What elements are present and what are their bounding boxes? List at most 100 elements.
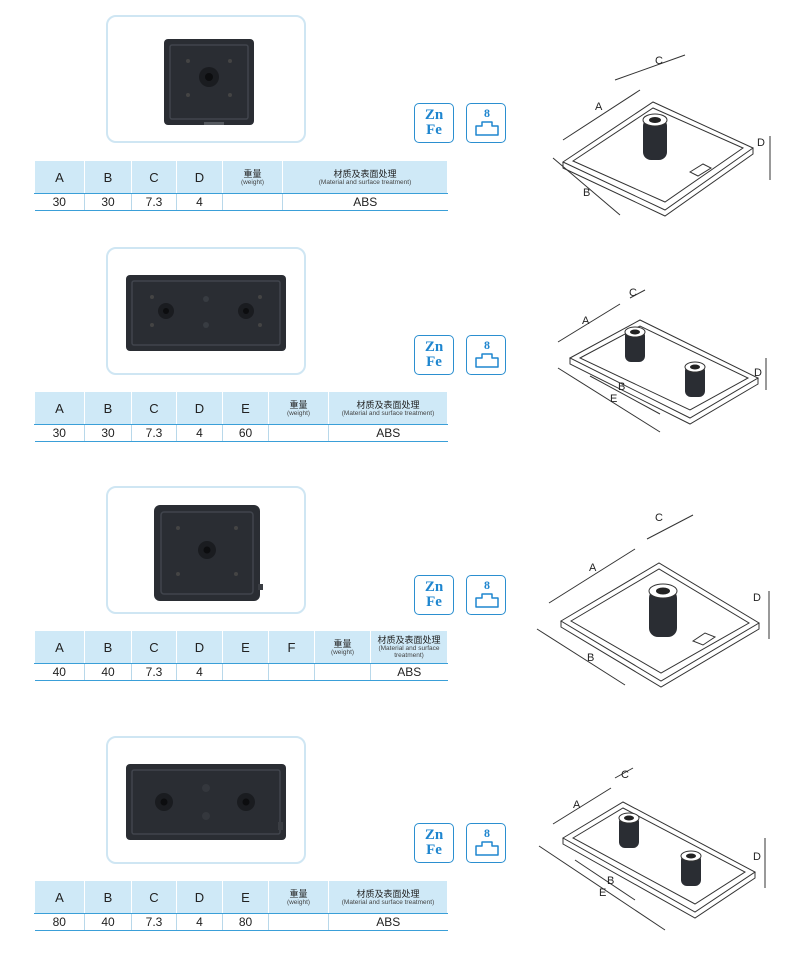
cell-d: 4 <box>176 663 223 681</box>
dimension-diagram: A B C D E <box>557 287 767 433</box>
cell-weight <box>268 424 329 442</box>
col-header-material: 材质及表面处理(Material and surface treatment) <box>282 161 448 194</box>
svg-text:8: 8 <box>484 826 490 840</box>
col-header-a: A <box>34 161 85 194</box>
svg-text:D: D <box>753 592 761 604</box>
cell-d: 4 <box>176 913 223 931</box>
col-header-b: B <box>84 631 132 664</box>
cell-c: 7.3 <box>131 193 177 211</box>
svg-text:C: C <box>655 512 663 524</box>
svg-text:C: C <box>621 769 629 781</box>
product-photo-frame <box>106 736 306 864</box>
svg-text:8: 8 <box>484 578 490 592</box>
col-header-material: 材质及表面处理(Material and surface treatment) <box>328 392 448 425</box>
slot-profile-badge: 8 <box>466 823 506 863</box>
col-header-c: C <box>131 881 177 914</box>
dimension-diagram: A B C D <box>552 54 771 217</box>
svg-text:8: 8 <box>484 338 490 352</box>
cell-b: 30 <box>84 424 132 442</box>
col-header-f: F <box>268 631 315 664</box>
cell-material: ABS <box>282 193 448 211</box>
spec-table: A B C D 重量(weight) 材质及表面处理(Material and … <box>34 161 448 211</box>
cell-material: ABS <box>328 424 448 442</box>
cell-d: 4 <box>176 193 223 211</box>
cell-weight <box>268 913 329 931</box>
col-header-e: E <box>222 631 269 664</box>
svg-text:A: A <box>589 562 597 574</box>
slot-profile-icon: 8 <box>475 826 499 856</box>
cell-c: 7.3 <box>131 913 177 931</box>
col-header-weight: 重量(weight) <box>268 392 329 425</box>
slot-profile-icon: 8 <box>475 338 499 368</box>
cell-weight <box>222 193 283 211</box>
table-row: 40 40 7.3 4 ABS <box>34 663 448 681</box>
dimension-diagram: A B C D E <box>538 767 766 931</box>
svg-text:A: A <box>582 315 590 327</box>
col-header-e: E <box>222 392 269 425</box>
col-header-d: D <box>176 631 223 664</box>
cell-e <box>222 663 269 681</box>
cell-c: 7.3 <box>131 424 177 442</box>
cell-a: 30 <box>34 424 85 442</box>
end-cap-photo <box>126 275 286 351</box>
cell-b: 40 <box>84 913 132 931</box>
end-cap-photo <box>164 39 254 125</box>
col-header-b: B <box>84 881 132 914</box>
slot-profile-icon: 8 <box>475 106 499 136</box>
col-header-weight: 重量(weight) <box>314 631 371 664</box>
col-header-material: 材质及表面处理(Material and surface treatment) <box>370 631 448 664</box>
cell-a: 40 <box>34 663 85 681</box>
cell-e: 80 <box>222 913 269 931</box>
product-photo-frame <box>106 247 306 375</box>
cell-material: ABS <box>328 913 448 931</box>
slot-profile-badge: 8 <box>466 575 506 615</box>
svg-text:B: B <box>607 875 614 887</box>
dimension-diagram: A B C D <box>536 512 770 688</box>
svg-text:8: 8 <box>484 106 490 120</box>
col-header-a: A <box>34 392 85 425</box>
spec-table: A B C D E 重量(weight) 材质及表面处理(Material an… <box>34 881 448 931</box>
cell-d: 4 <box>176 424 223 442</box>
svg-text:D: D <box>754 367 762 379</box>
col-header-material: 材质及表面处理(Material and surface treatment) <box>328 881 448 914</box>
col-header-b: B <box>84 161 132 194</box>
cell-e: 60 <box>222 424 269 442</box>
svg-text:E: E <box>610 393 617 405</box>
spec-table: A B C D E F 重量(weight) 材质及表面处理(Material … <box>34 631 448 681</box>
svg-text:B: B <box>583 187 590 199</box>
product-photo-frame <box>106 486 306 614</box>
cell-a: 30 <box>34 193 85 211</box>
svg-text:B: B <box>618 381 625 393</box>
spec-table: A B C D E 重量(weight) 材质及表面处理(Material an… <box>34 392 448 442</box>
cell-b: 30 <box>84 193 132 211</box>
svg-text:A: A <box>573 799 581 811</box>
col-header-b: B <box>84 392 132 425</box>
svg-text:E: E <box>599 887 606 899</box>
col-header-c: C <box>131 631 177 664</box>
product-photo-frame <box>106 15 306 143</box>
svg-text:C: C <box>629 287 637 299</box>
cell-material: ABS <box>370 663 448 681</box>
col-header-d: D <box>176 881 223 914</box>
slot-profile-badge: 8 <box>466 103 506 143</box>
col-header-weight: 重量(weight) <box>268 881 329 914</box>
slot-profile-icon: 8 <box>475 578 499 608</box>
table-row: 80 40 7.3 4 80 ABS <box>34 913 448 931</box>
svg-text:C: C <box>655 55 663 67</box>
svg-text:A: A <box>595 101 603 113</box>
cell-c: 7.3 <box>131 663 177 681</box>
col-header-e: E <box>222 881 269 914</box>
cell-weight <box>314 663 371 681</box>
svg-text:D: D <box>757 137 765 149</box>
col-header-c: C <box>131 161 177 194</box>
end-cap-photo <box>126 764 286 840</box>
slot-profile-badge: 8 <box>466 335 506 375</box>
svg-text:B: B <box>587 652 594 664</box>
end-cap-photo <box>154 505 263 601</box>
col-header-a: A <box>34 631 85 664</box>
svg-text:D: D <box>753 851 761 863</box>
